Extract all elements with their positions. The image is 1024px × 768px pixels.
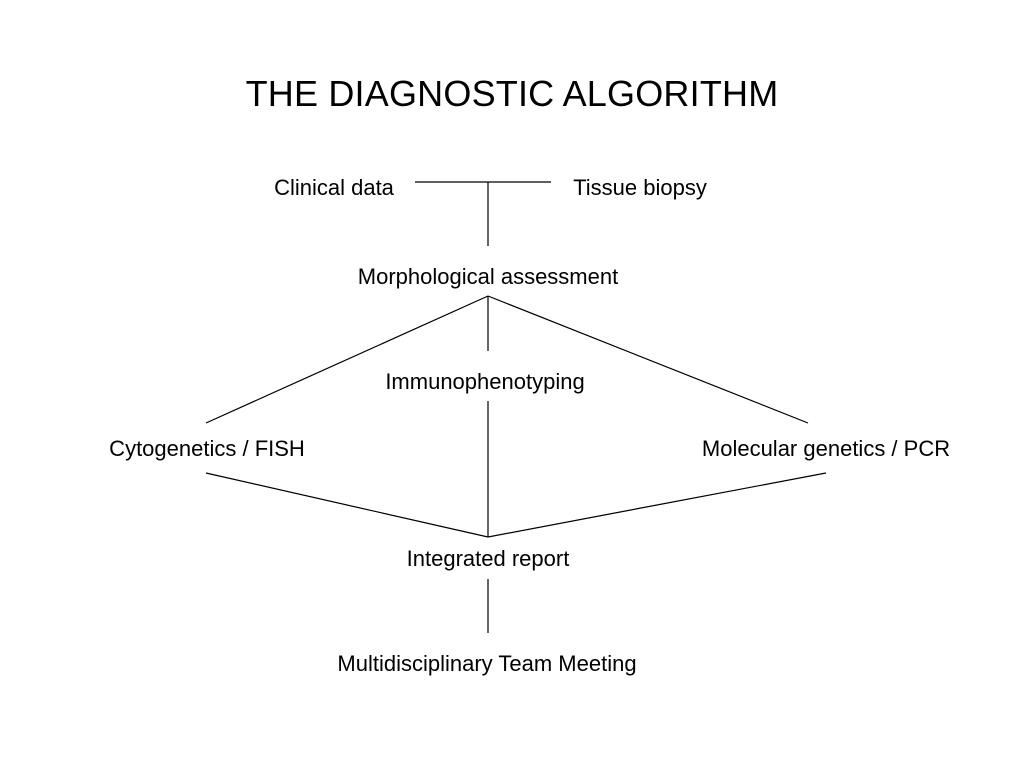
diagram-title: THE DIAGNOSTIC ALGORITHM [245,73,779,114]
node-integrated-report: Integrated report [406,546,570,571]
node-immunophenotyping: Immunophenotyping [385,369,585,394]
node-tissue-biopsy: Tissue biopsy [573,175,707,200]
connector-morphological-to-molecular [487,295,809,424]
node-morphological-assessment: Morphological assessment [357,264,619,289]
node-clinical-data: Clinical data [274,175,394,200]
node-cytogenetics-fish: Cytogenetics / FISH [109,436,305,461]
node-molecular-genetics-pcr: Molecular genetics / PCR [701,436,951,461]
connector-cytogenetics-to-integrated [205,472,489,538]
connector-molecular-to-integrated [487,472,827,538]
connector-morphological-to-cytogenetics [205,295,489,424]
node-multidisciplinary-team-meeting: Multidisciplinary Team Meeting [337,651,637,676]
